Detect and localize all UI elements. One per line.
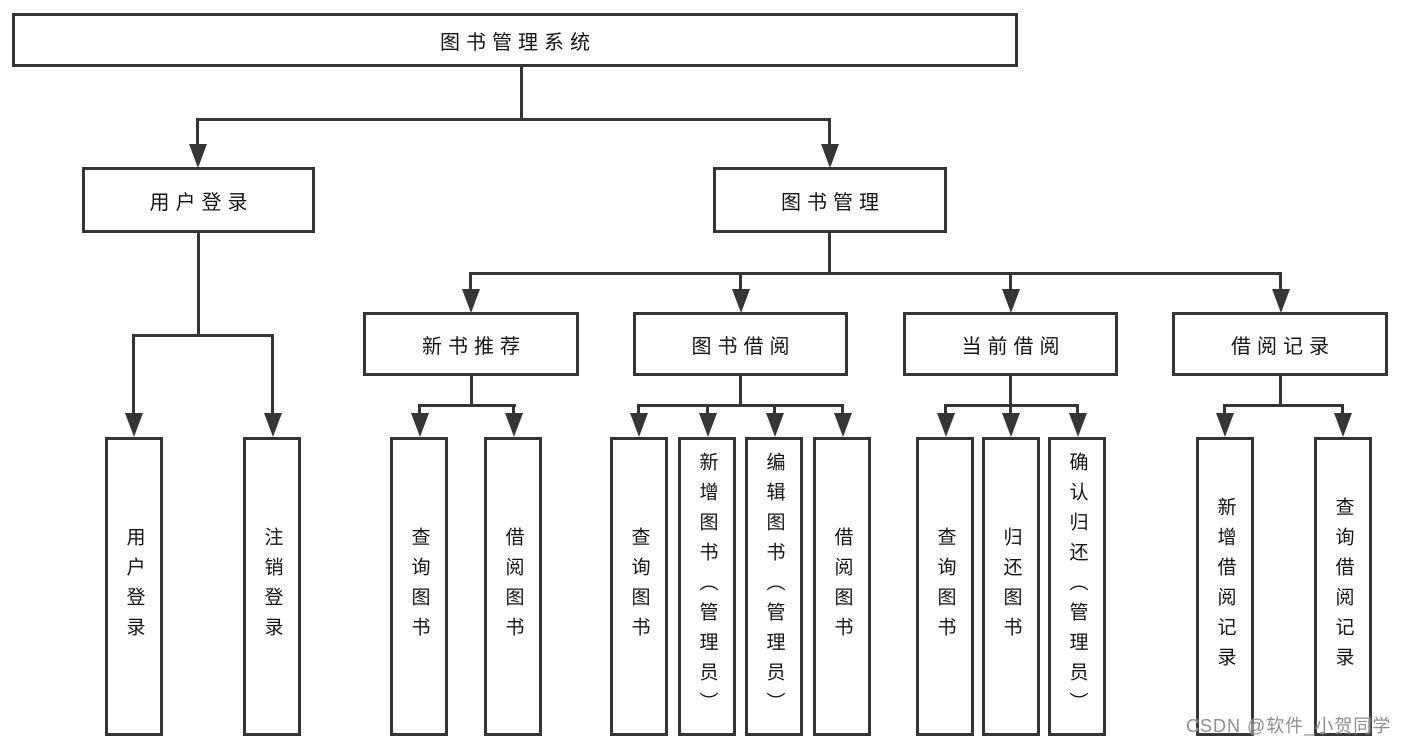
arrow-down-icon xyxy=(189,144,207,168)
arrow-down-icon xyxy=(766,413,784,437)
connector-bookmgmt-bus xyxy=(469,272,1282,275)
arrow-down-icon xyxy=(630,413,648,437)
connector-drop xyxy=(706,404,709,416)
connector-userlogin-stub xyxy=(197,232,200,336)
connector-drop xyxy=(469,272,472,291)
connector-drop xyxy=(1341,404,1344,416)
connector-drop xyxy=(196,118,199,146)
node-borrowing-records: 借阅记录 xyxy=(1172,312,1388,376)
arrow-down-icon xyxy=(937,413,955,437)
connector-drop xyxy=(132,334,135,414)
arrow-down-icon xyxy=(699,413,717,437)
node-new-book-recommend: 新书推荐 xyxy=(363,312,579,376)
arrow-down-icon xyxy=(834,413,852,437)
connector-drop xyxy=(418,404,421,416)
connector-borrowing-bus xyxy=(637,404,844,407)
arrow-down-icon xyxy=(1002,289,1020,313)
connector-borrowing-stub xyxy=(739,375,742,407)
connector-drop xyxy=(773,404,776,416)
connector-drop xyxy=(271,334,274,414)
connector-drop xyxy=(1223,404,1226,416)
node-current-borrowing: 当前借阅 xyxy=(903,312,1118,376)
arrow-down-icon xyxy=(1334,413,1352,437)
leaf-edit-book-admin: 编辑图书（管理员） xyxy=(745,437,803,736)
arrow-down-icon xyxy=(505,413,523,437)
connector-drop xyxy=(828,118,831,146)
leaf-user-login: 用户登录 xyxy=(105,437,163,736)
connector-drop xyxy=(1009,272,1012,291)
arrow-down-icon xyxy=(1272,289,1290,313)
connector-drop xyxy=(841,404,844,416)
connector-drop xyxy=(512,404,515,416)
connector-drop xyxy=(1279,272,1282,291)
leaf-confirm-return-admin: 确认归还（管理员） xyxy=(1048,437,1106,736)
connector-root-bus xyxy=(196,118,831,121)
node-book-management: 图书管理 xyxy=(713,167,947,233)
leaf-borrow-books-recommend: 借阅图书 xyxy=(484,437,542,736)
leaf-return-books: 归还图书 xyxy=(982,437,1040,736)
connector-drop xyxy=(637,404,640,416)
connector-drop xyxy=(739,272,742,291)
csdn-watermark: CSDN @软件_小贺同学 xyxy=(1186,716,1392,736)
leaf-query-books-current: 查询图书 xyxy=(916,437,974,736)
node-user-login: 用户登录 xyxy=(82,167,315,233)
connector-userlogin-bus xyxy=(132,334,274,337)
connector-records-bus xyxy=(1223,404,1344,407)
leaf-logout-login: 注销登录 xyxy=(243,437,301,736)
connector-newbook-bus xyxy=(418,404,516,407)
arrow-down-icon xyxy=(411,413,429,437)
leaf-add-borrow-record: 新增借阅记录 xyxy=(1196,437,1254,736)
arrow-down-icon xyxy=(1002,413,1020,437)
arrow-down-icon xyxy=(1216,413,1234,437)
connector-root-stub xyxy=(520,66,523,118)
node-book-borrowing: 图书借阅 xyxy=(633,312,848,376)
connector-drop xyxy=(1076,404,1079,416)
arrow-down-icon xyxy=(732,289,750,313)
connector-drop xyxy=(944,404,947,416)
arrow-down-icon xyxy=(462,289,480,313)
leaf-query-books-borrowing: 查询图书 xyxy=(610,437,668,736)
node-library-management-system: 图书管理系统 xyxy=(12,13,1018,67)
connector-drop xyxy=(1009,404,1012,416)
leaf-add-book-admin: 新增图书（管理员） xyxy=(678,437,736,736)
connector-current-stub xyxy=(1009,375,1012,407)
arrow-down-icon xyxy=(821,144,839,168)
connector-newbook-stub xyxy=(470,375,473,407)
leaf-borrow-books-borrowing: 借阅图书 xyxy=(813,437,871,736)
connector-bookmgmt-stub xyxy=(828,232,831,275)
arrow-down-icon xyxy=(125,413,143,437)
arrow-down-icon xyxy=(1069,413,1087,437)
leaf-query-borrow-record: 查询借阅记录 xyxy=(1314,437,1372,736)
leaf-query-books-recommend: 查询图书 xyxy=(390,437,448,736)
arrow-down-icon xyxy=(264,413,282,437)
connector-records-stub xyxy=(1279,375,1282,407)
